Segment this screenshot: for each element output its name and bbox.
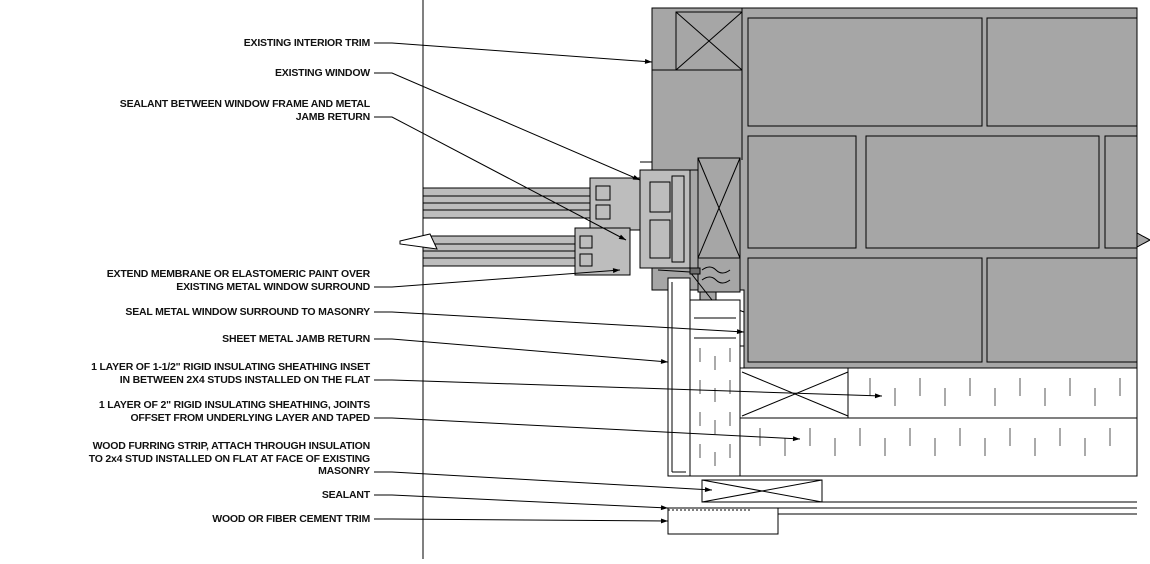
leader-wood-furring-strip (374, 471, 713, 493)
leader-rigid-insulation-1-5 (374, 379, 883, 399)
leader-sheet-metal-jamb-return (374, 338, 669, 364)
leader-existing-interior-trim (374, 42, 653, 64)
callout-wood-fiber-cement-trim: WOOD OR FIBER CEMENT TRIM (212, 513, 370, 525)
leader-existing-window (374, 72, 641, 181)
leader-extend-membrane (374, 268, 621, 288)
exterior-insulation-layers (667, 367, 1138, 535)
callout-wood-furring-strip: WOOD FURRING STRIP, ATTACH THROUGH INSUL… (88, 440, 371, 477)
callout-sheet-metal-jamb-return: SHEET METAL JAMB RETURN (222, 333, 370, 345)
callout-rigid-insulation-2: 1 LAYER OF 2" RIGID INSULATING SHEATHING… (98, 399, 370, 424)
jamb-framing (667, 277, 741, 477)
callout-extend-membrane: EXTEND MEMBRANE OR ELASTOMERIC PAINT OVE… (106, 268, 370, 293)
leader-wood-fiber-cement-trim (374, 518, 669, 524)
existing-window-glazing (399, 187, 594, 267)
leader-sealant (374, 494, 669, 511)
brick-units (747, 17, 1138, 363)
callout-seal-surround-masonry: SEAL METAL WINDOW SURROUND TO MASONRY (125, 306, 370, 318)
existing-window-frame (574, 169, 699, 276)
callout-leaders (374, 42, 883, 524)
callout-existing-window: EXISTING WINDOW (275, 67, 370, 79)
leader-sealant-window-frame (374, 116, 627, 241)
callout-rigid-insulation-1-5: 1 LAYER OF 1-1/2" RIGID INSULATING SHEAT… (91, 361, 370, 386)
wood-blocking-jamb (697, 157, 741, 293)
leader-seal-surround-masonry (374, 311, 745, 335)
leader-rigid-insulation-2 (374, 417, 801, 442)
existing-masonry-wall (651, 7, 1150, 369)
wood-blocking-top (652, 8, 743, 160)
callout-existing-interior-trim: EXISTING INTERIOR TRIM (243, 37, 370, 49)
callout-sealant-window-frame: SEALANT BETWEEN WINDOW FRAME AND METAL J… (119, 98, 370, 123)
callout-sealant: SEALANT (321, 489, 370, 501)
